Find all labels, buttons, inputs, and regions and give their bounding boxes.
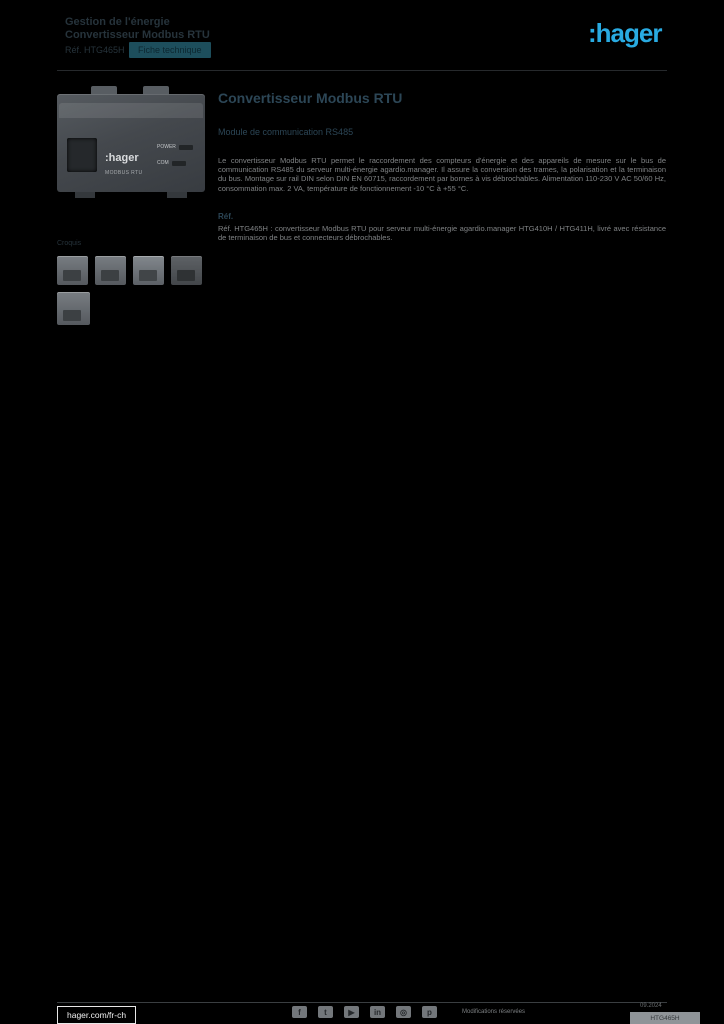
instagram-icon[interactable]: ◎ xyxy=(396,1006,411,1018)
footer-social-icons: f t ▶ in ◎ p xyxy=(292,1006,437,1018)
gallery-caption: Croquis xyxy=(57,240,82,247)
power-led-label: POWER xyxy=(157,144,176,150)
header-banner: Fiche technique xyxy=(129,42,211,58)
gallery-thumbnail xyxy=(95,256,126,285)
reference-label: Réf. xyxy=(218,212,234,221)
header-reference: Réf. HTG465H xyxy=(65,45,125,55)
com-led-row: COM xyxy=(157,160,186,166)
product-title: Convertisseur Modbus RTU xyxy=(218,90,403,106)
gallery-thumbnail xyxy=(57,256,88,285)
power-led-row: POWER xyxy=(157,144,193,150)
mounting-tab xyxy=(91,86,117,96)
com-led-label: COM xyxy=(157,160,169,166)
footer-date: 09.2024 xyxy=(640,1003,662,1009)
device-brand-label: :hager xyxy=(105,152,139,164)
header-title-line2: Convertisseur Modbus RTU xyxy=(65,29,210,41)
gallery-thumbnail xyxy=(133,256,164,285)
product-photo: :hager MODBUS RTU POWER COM xyxy=(57,86,205,198)
twitter-icon[interactable]: t xyxy=(318,1006,333,1018)
product-subtitle: Module de communication RS485 xyxy=(218,127,354,137)
facebook-icon[interactable]: f xyxy=(292,1006,307,1018)
product-description: Le convertisseur Modbus RTU permet le ra… xyxy=(218,156,666,193)
pinterest-icon[interactable]: p xyxy=(422,1006,437,1018)
linkedin-icon[interactable]: in xyxy=(370,1006,385,1018)
com-led-icon xyxy=(171,160,186,166)
gallery-thumbnail xyxy=(57,292,90,325)
device-model-label: MODBUS RTU xyxy=(105,170,143,176)
footer-note: Modifications réservées xyxy=(462,1009,526,1015)
mounting-tab xyxy=(143,86,169,96)
footer-doc-code-badge: HTG465H xyxy=(630,1012,700,1024)
power-led-icon xyxy=(178,144,193,150)
device-foot xyxy=(75,192,95,198)
header-divider xyxy=(57,70,667,71)
website-link[interactable]: hager.com/fr-ch xyxy=(57,1006,137,1024)
footer-divider xyxy=(57,1002,667,1003)
hager-logo: :hager xyxy=(588,18,662,48)
reference-text: Réf. HTG465H : convertisseur Modbus RTU … xyxy=(218,224,666,242)
youtube-icon[interactable]: ▶ xyxy=(344,1006,359,1018)
header-title-line1: Gestion de l'énergie xyxy=(65,16,170,28)
device-connector-recess xyxy=(67,138,97,172)
gallery-thumbnail xyxy=(171,256,202,285)
device-foot xyxy=(167,192,187,198)
device-top-face xyxy=(59,103,203,118)
